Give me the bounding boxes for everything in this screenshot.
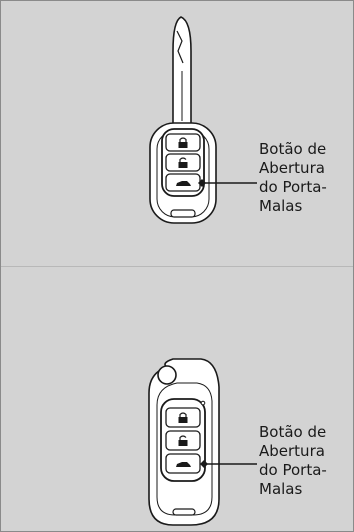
unlock-icon bbox=[178, 435, 188, 446]
lock-icon bbox=[178, 412, 188, 423]
leader-line-2 bbox=[200, 460, 257, 468]
unlock-icon bbox=[178, 157, 188, 168]
trunk-icon bbox=[176, 462, 191, 467]
trunk-button-callout: Botão de Abertura do Porta- Malas bbox=[259, 140, 327, 215]
indicator-light bbox=[200, 400, 206, 406]
blade-key bbox=[149, 16, 217, 224]
trunk-button-callout: Botão de Abertura do Porta- Malas bbox=[259, 423, 327, 498]
section-divider bbox=[1, 266, 353, 267]
trunk-icon bbox=[176, 181, 191, 186]
lock-icon bbox=[178, 137, 188, 148]
leader-line-1 bbox=[198, 179, 257, 187]
blade-release-button bbox=[157, 365, 177, 385]
